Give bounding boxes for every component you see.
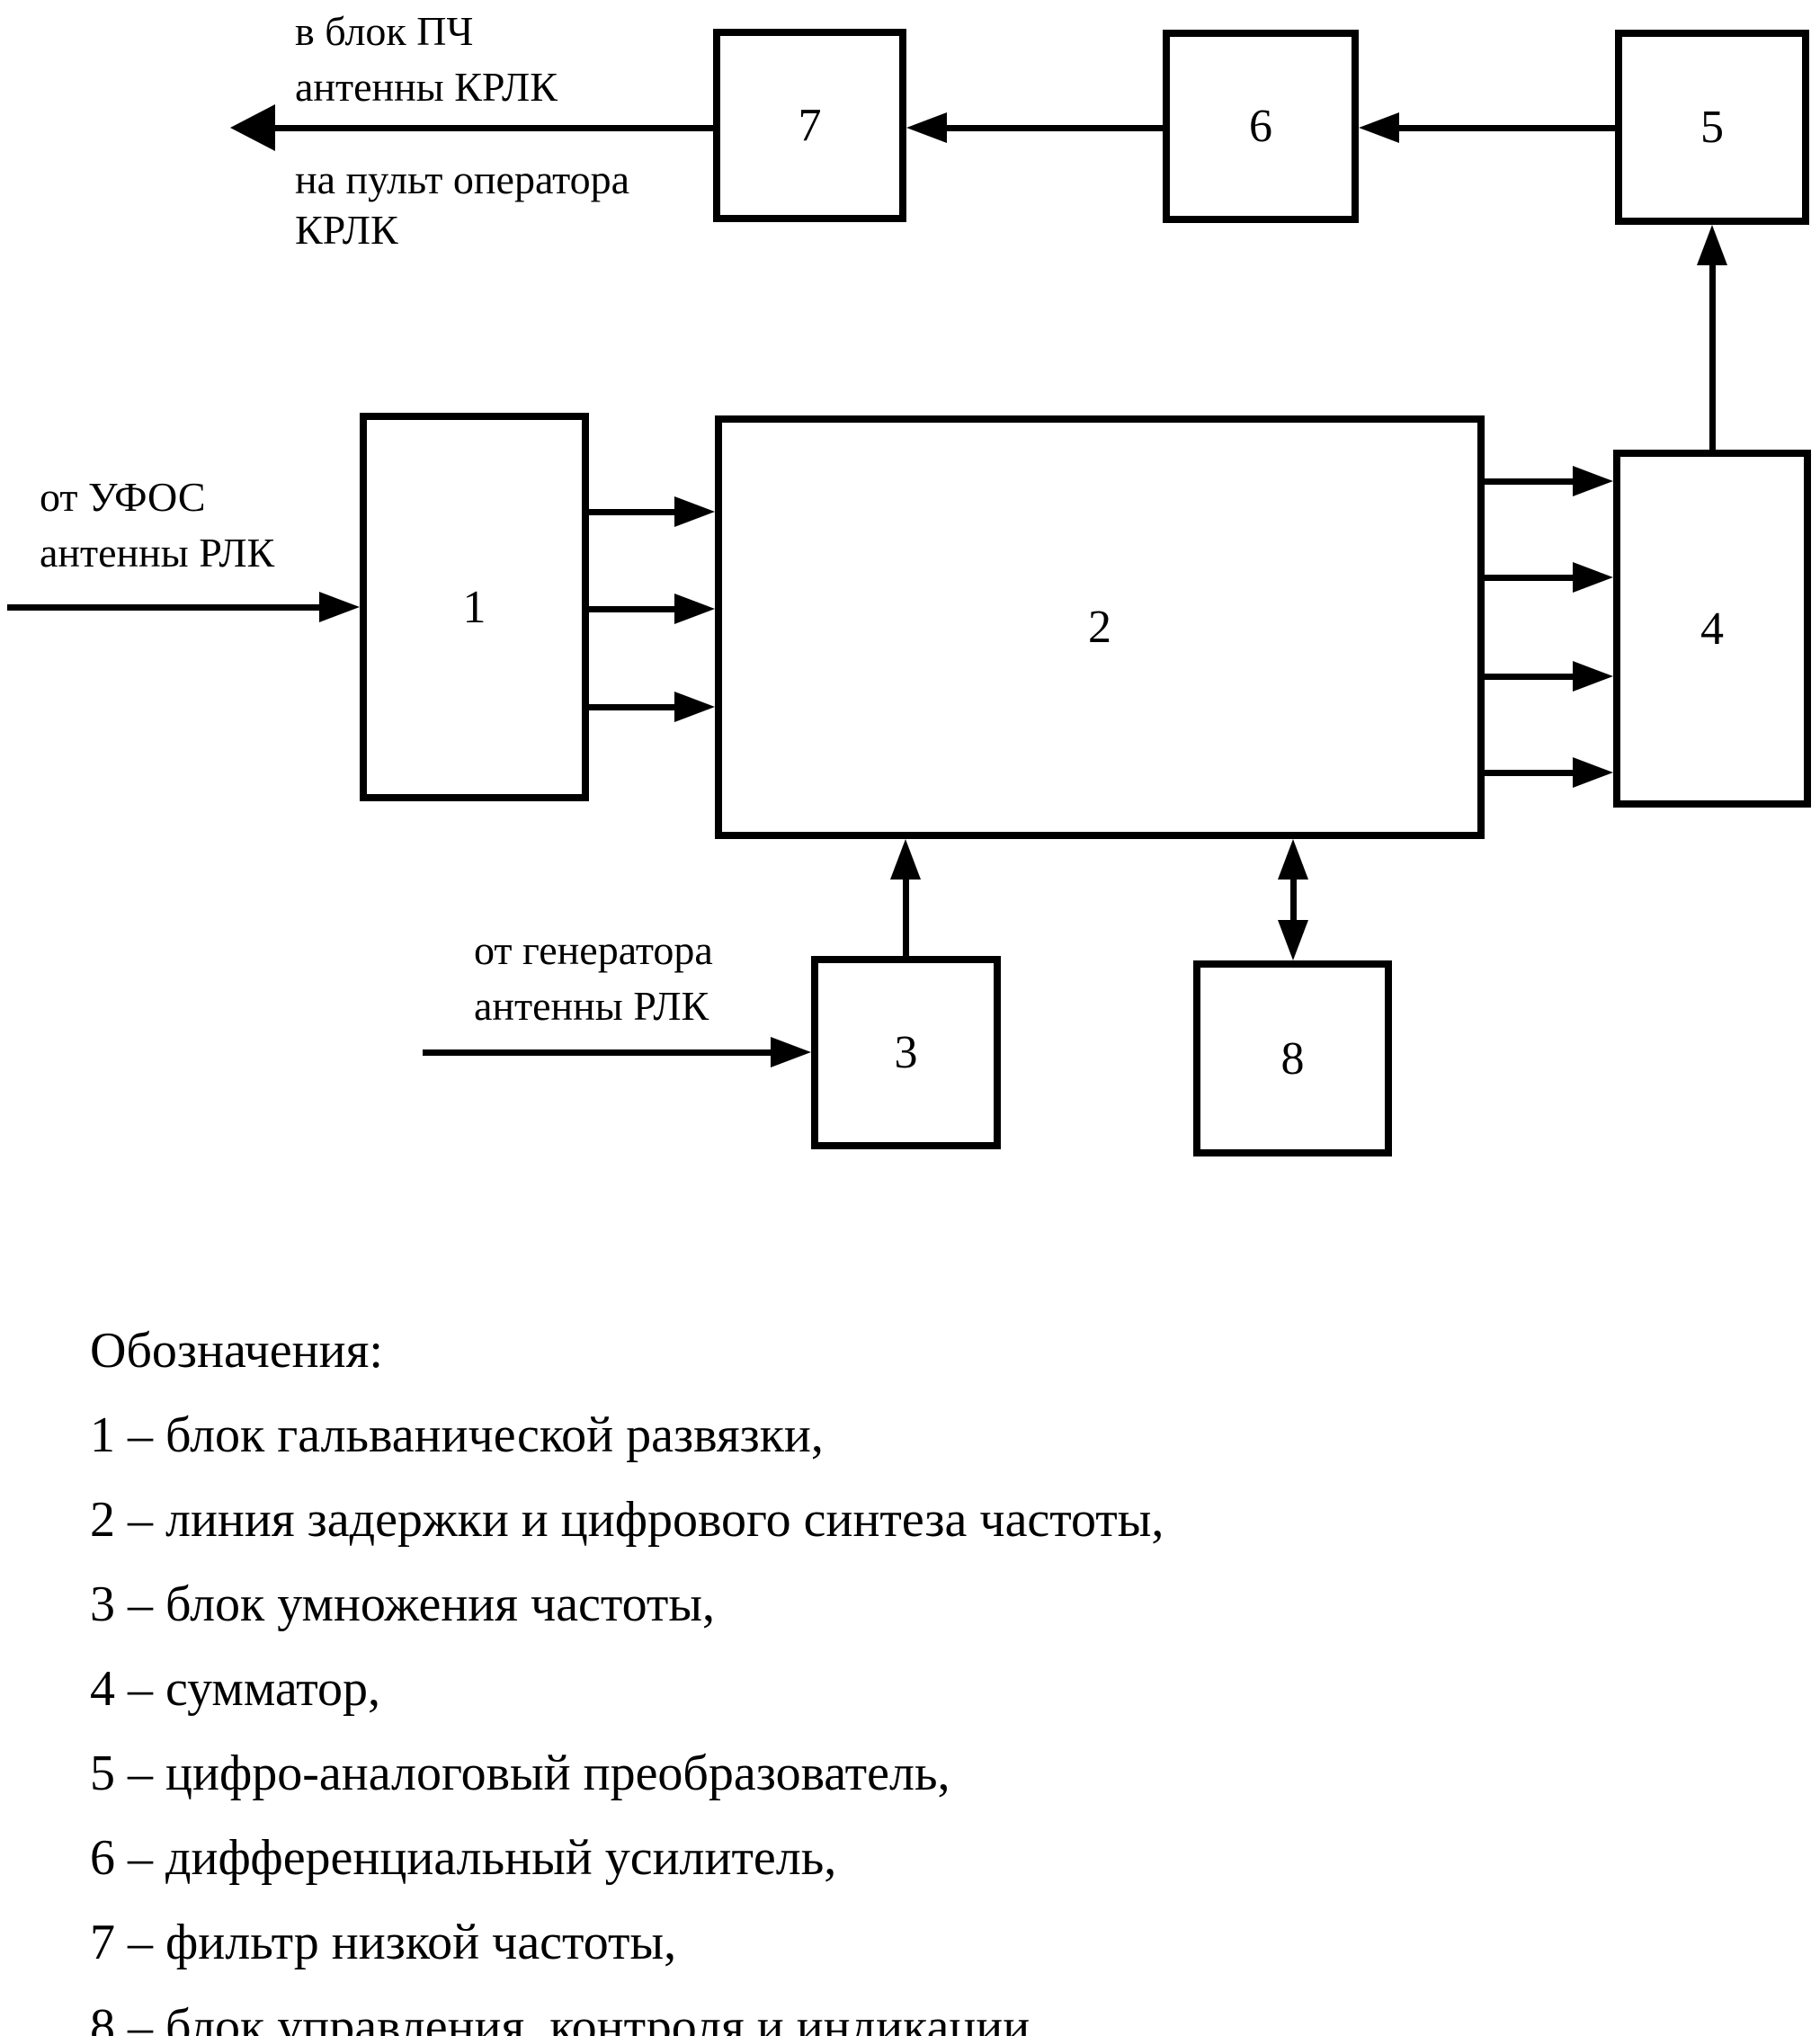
block-8-control-unit: 8 bbox=[1193, 960, 1392, 1156]
connector-2-8-bidirectional bbox=[1290, 875, 1297, 924]
annotation-to-if-block: в блок ПЧ антенны КРЛК bbox=[295, 4, 558, 115]
annotation-from-ufos-line2: антенны РЛК bbox=[40, 530, 275, 576]
legend-item-4: 4 – сумматор, bbox=[90, 1661, 381, 1717]
arrowhead-2-to-4-a-icon bbox=[1573, 466, 1613, 496]
connector-6-to-7 bbox=[942, 125, 1163, 131]
arrowhead-2-to-4-d-icon bbox=[1573, 757, 1613, 788]
arrowhead-into-6-icon bbox=[1359, 112, 1399, 143]
arrowhead-1-to-2-b-icon bbox=[674, 594, 715, 624]
annotation-from-ufos-line1: от УФОС bbox=[40, 474, 206, 520]
block-3-frequency-multiplier: 3 bbox=[811, 956, 1001, 1149]
block-2-label: 2 bbox=[1088, 602, 1111, 653]
connector-4-to-5 bbox=[1709, 261, 1716, 450]
arrowhead-into-3-icon bbox=[771, 1037, 811, 1067]
block-1-galvanic-isolation: 1 bbox=[360, 413, 589, 801]
connector-1-to-2-c bbox=[589, 704, 679, 710]
annotation-to-operator-console: на пульт оператора КРЛК bbox=[295, 155, 629, 255]
annotation-from-ufos: от УФОС антенны РЛК bbox=[40, 469, 274, 581]
arrowhead-1-to-2-a-icon bbox=[674, 496, 715, 527]
block-5-label: 5 bbox=[1700, 102, 1724, 153]
arrowhead-into-7-icon bbox=[906, 112, 947, 143]
connector-1-to-2-a bbox=[589, 509, 679, 515]
block-8-label: 8 bbox=[1280, 1032, 1305, 1085]
legend-item-2: 2 – линия задержки и цифрового синтеза ч… bbox=[90, 1492, 1164, 1548]
block-4-summator: 4 bbox=[1613, 450, 1811, 808]
block-6-diff-amplifier: 6 bbox=[1163, 30, 1359, 223]
connector-2-to-4-d bbox=[1485, 770, 1577, 776]
block-4-label: 4 bbox=[1700, 603, 1724, 655]
arrowhead-into-8-icon bbox=[1278, 920, 1308, 960]
output-arrowhead-icon bbox=[230, 104, 275, 151]
connector-5-to-6 bbox=[1395, 125, 1615, 131]
legend-item-8: 8 – блок управления, контроля и индикаци… bbox=[90, 1999, 1043, 2036]
arrowhead-into-1-icon bbox=[319, 592, 360, 622]
legend-item-6: 6 – дифференциальный усилитель, bbox=[90, 1830, 837, 1886]
arrowhead-3-to-2-icon bbox=[890, 839, 921, 880]
block-2-delay-line-synthesis: 2 bbox=[715, 415, 1485, 839]
legend-item-5: 5 – цифро-аналоговый преобразователь, bbox=[90, 1746, 950, 1801]
connector-2-to-4-b bbox=[1485, 575, 1577, 581]
block-6-label: 6 bbox=[1249, 101, 1272, 152]
annotation-from-generator-line2: антенны РЛК bbox=[474, 983, 709, 1029]
connector-3-to-2 bbox=[903, 875, 909, 956]
arrowhead-2-to-4-b-icon bbox=[1573, 562, 1613, 593]
connector-input-to-1 bbox=[7, 604, 324, 611]
arrowhead-into-5-icon bbox=[1697, 225, 1727, 265]
block-7-label: 7 bbox=[798, 100, 822, 151]
block-7-low-pass-filter: 7 bbox=[713, 29, 906, 222]
connector-2-to-4-c bbox=[1485, 674, 1577, 680]
connector-2-to-4-a bbox=[1485, 478, 1577, 485]
legend: Обозначения: 1 – блок гальванической раз… bbox=[90, 1308, 1164, 2036]
legend-item-3: 3 – блок умножения частоты, bbox=[90, 1576, 715, 1632]
annotation-from-generator-line1: от генератора bbox=[474, 927, 713, 973]
connector-input-to-3 bbox=[423, 1049, 775, 1056]
annotation-to-operator-console-line1: на пульт оператора bbox=[295, 156, 630, 202]
annotation-to-if-block-line1: в блок ПЧ bbox=[295, 8, 474, 54]
annotation-from-generator: от генератора антенны РЛК bbox=[474, 923, 713, 1034]
arrowhead-2-to-4-c-icon bbox=[1573, 661, 1613, 692]
block-1-label: 1 bbox=[462, 581, 486, 633]
arrowhead-into-2-icon bbox=[1278, 839, 1308, 880]
annotation-to-if-block-line2: антенны КРЛК bbox=[295, 64, 558, 110]
legend-item-7: 7 – фильтр низкой частоты, bbox=[90, 1915, 677, 1970]
legend-title: Обозначения: bbox=[90, 1323, 383, 1379]
block-5-dac: 5 bbox=[1615, 30, 1809, 225]
connector-1-to-2-b bbox=[589, 606, 679, 612]
connector-7-to-output bbox=[266, 125, 713, 131]
annotation-to-operator-console-line2: КРЛК bbox=[295, 207, 398, 253]
arrowhead-1-to-2-c-icon bbox=[674, 692, 715, 722]
legend-item-1: 1 – блок гальванической развязки, bbox=[90, 1407, 824, 1463]
block-3-label: 3 bbox=[894, 1027, 918, 1078]
